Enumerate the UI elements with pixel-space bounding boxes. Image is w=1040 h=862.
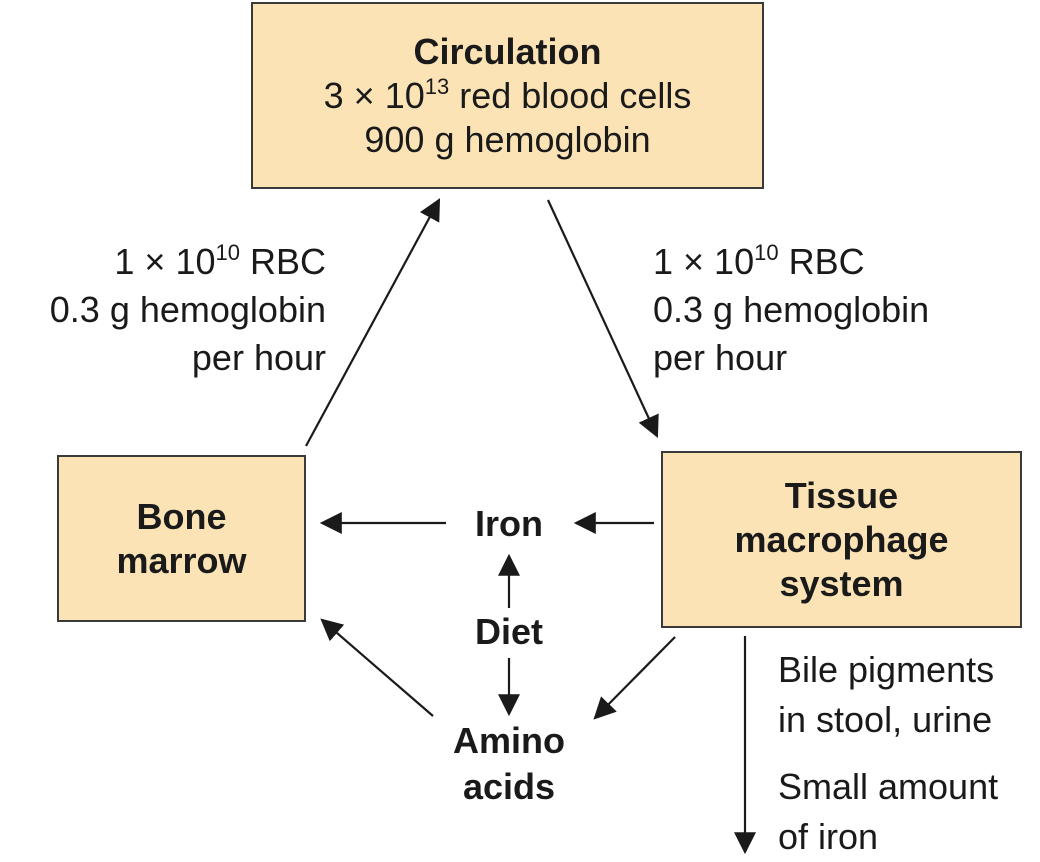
- tissue-macrophage-box: Tissue macrophage system: [661, 451, 1022, 628]
- flow-right-label: 1 × 1010 RBC 0.3 g hemoglobin per hour: [653, 238, 929, 382]
- arrow-macrophage-to-amino: [593, 636, 676, 720]
- bile-pigments-line1: Bile pigments: [778, 649, 995, 690]
- small-iron-label: Small amount of iron: [778, 762, 998, 862]
- amino-acids-node: Amino acids: [409, 718, 609, 810]
- circulation-hemoglobin: 900 g hemoglobin: [364, 118, 651, 160]
- macrophage-label-line2: macrophage: [734, 518, 949, 560]
- bile-pigments-label: Bile pigments in stool, urine: [778, 645, 994, 745]
- iron-node: Iron: [475, 503, 543, 544]
- flow-left-hemoglobin: 0.3 g hemoglobin: [49, 289, 326, 330]
- amino-acids-line2: acids: [462, 766, 556, 807]
- circulation-rbc-count: 3 × 1013 red blood cells: [323, 73, 692, 116]
- circulation-title: Circulation: [413, 30, 602, 72]
- flow-right-rbc: 1 × 1010 RBC: [653, 240, 865, 282]
- arrow-amino-to-marrow: [320, 618, 434, 717]
- macrophage-label-line3: system: [779, 562, 904, 604]
- bone-marrow-label-line1: Bone: [136, 495, 227, 537]
- flow-left-rbc: 1 × 1010 RBC: [114, 240, 326, 282]
- diet-node: Diet: [474, 611, 543, 652]
- macrophage-label-line1: Tissue: [784, 474, 899, 516]
- amino-acids-line1: Amino: [453, 720, 565, 761]
- flow-right-hemoglobin: 0.3 g hemoglobin: [653, 289, 930, 330]
- arrow-circulation-to-macrophage: [547, 199, 659, 438]
- arrow-marrow-to-circulation: [305, 198, 441, 447]
- flow-left-rate: per hour: [191, 337, 326, 378]
- flow-right-rate: per hour: [653, 337, 788, 378]
- small-iron-line1: Small amount: [778, 766, 999, 807]
- bile-pigments-line2: in stool, urine: [778, 699, 993, 740]
- bone-marrow-box: Bone marrow: [57, 455, 306, 622]
- bone-marrow-label-line2: marrow: [116, 539, 247, 581]
- circulation-box: Circulation 3 × 1013 red blood cells 900…: [251, 2, 764, 189]
- small-iron-line2: of iron: [778, 816, 879, 857]
- flow-left-label: 1 × 1010 RBC 0.3 g hemoglobin per hour: [50, 238, 326, 382]
